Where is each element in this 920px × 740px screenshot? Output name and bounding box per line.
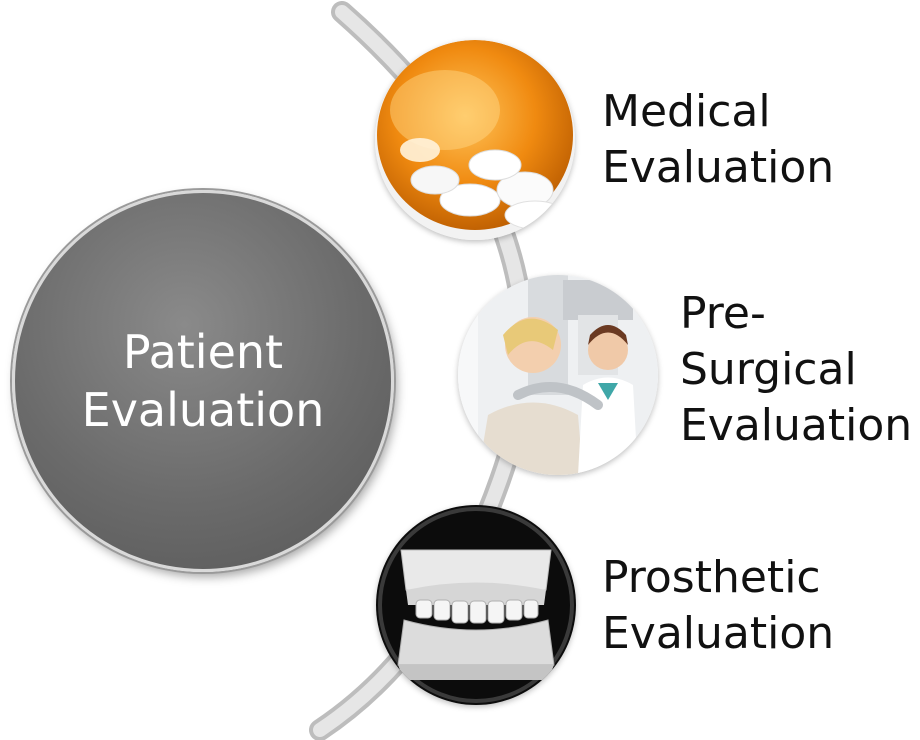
patient-evaluation-circle: Patient Evaluation — [12, 190, 394, 572]
pre-surgical-evaluation-image — [458, 275, 658, 475]
patient-evaluation-label: Patient Evaluation — [81, 325, 325, 437]
prosthetic-evaluation-image — [376, 505, 576, 705]
prosthetic-evaluation-label: Prosthetic Evaluation — [602, 552, 835, 659]
medical-evaluation-image — [375, 40, 575, 240]
pre-surgical-evaluation-label: Pre- Surgical Evaluation — [680, 288, 913, 451]
dental-xray-icon — [458, 275, 658, 475]
medical-evaluation-label: Medical Evaluation — [602, 86, 835, 193]
dental-cast-icon — [376, 505, 576, 705]
pill-bottle-icon — [375, 40, 575, 240]
